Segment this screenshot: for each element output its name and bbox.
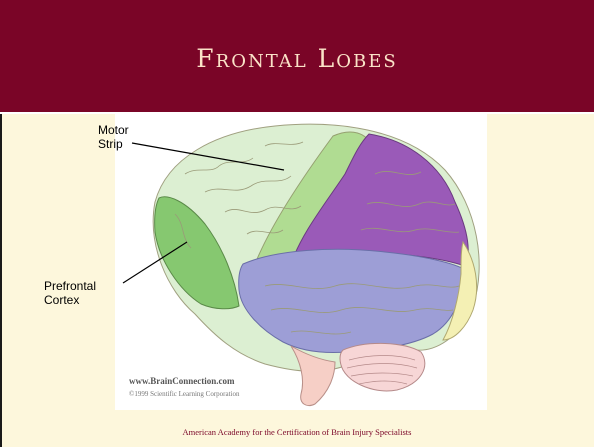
brain-diagram: www.BrainConnection.com ©1999 Scientific… (115, 114, 487, 410)
brain-illustration: www.BrainConnection.com ©1999 Scientific… (115, 114, 487, 410)
watermark-line-1: www.BrainConnection.com (129, 376, 235, 386)
title-bar: Frontal Lobes (0, 0, 594, 114)
slide-title: Frontal Lobes (0, 44, 594, 73)
prefrontal-cortex-label: Prefrontal Cortex (44, 279, 96, 307)
footer-text: American Academy for the Certification o… (0, 427, 594, 437)
watermark-line-2: ©1999 Scientific Learning Corporation (129, 390, 240, 398)
left-border-rule (0, 114, 2, 447)
cerebellum-region (340, 343, 425, 390)
motor-strip-label: Motor Strip (98, 123, 129, 151)
